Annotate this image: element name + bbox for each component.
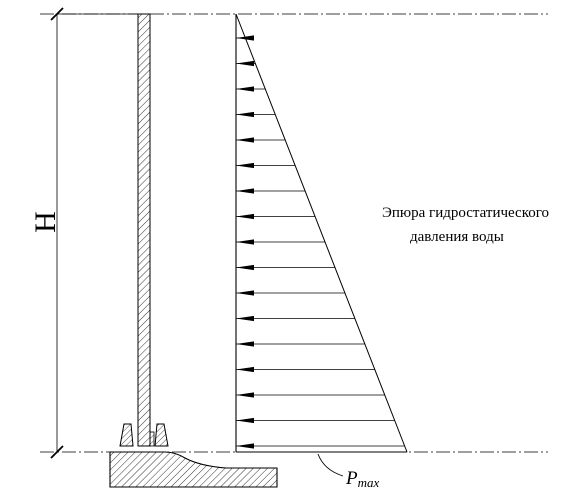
pmax-label: Pmax [345,468,379,490]
pressure-arrowhead [236,239,254,245]
pmax-leader-line [317,453,344,477]
height-dimension [50,7,138,459]
pressure-arrowhead [236,35,254,41]
pressure-arrows [236,35,405,449]
pmax-subscript: max [358,475,380,490]
pressure-arrowhead [236,315,254,322]
pressure-arrowhead [236,60,254,67]
pressure-arrowhead [236,392,254,398]
pressure-arrowhead [236,417,254,424]
diagram-caption-line1: Эпюра гидростатического [382,205,549,221]
vertical-wall [137,13,151,447]
height-label: H [29,211,62,233]
pressure-arrowhead [236,264,254,271]
diagram-caption-line2: давления воды [410,229,504,245]
pressure-arrowhead [236,443,254,449]
pressure-arrowhead [236,111,254,118]
pressure-arrowhead [236,188,254,194]
pressure-arrowhead [236,290,254,296]
pmax-main: P [345,468,358,489]
pressure-arrowhead [236,366,254,373]
pressure-diagram [235,13,408,453]
pressure-arrowhead [236,86,254,92]
pressure-arrowhead [236,162,254,169]
wall-base-joint [119,423,169,447]
pressure-arrowhead [236,137,254,143]
foundation-slab [109,451,278,488]
pressure-arrowhead [236,341,254,347]
pressure-arrowhead [236,213,254,220]
